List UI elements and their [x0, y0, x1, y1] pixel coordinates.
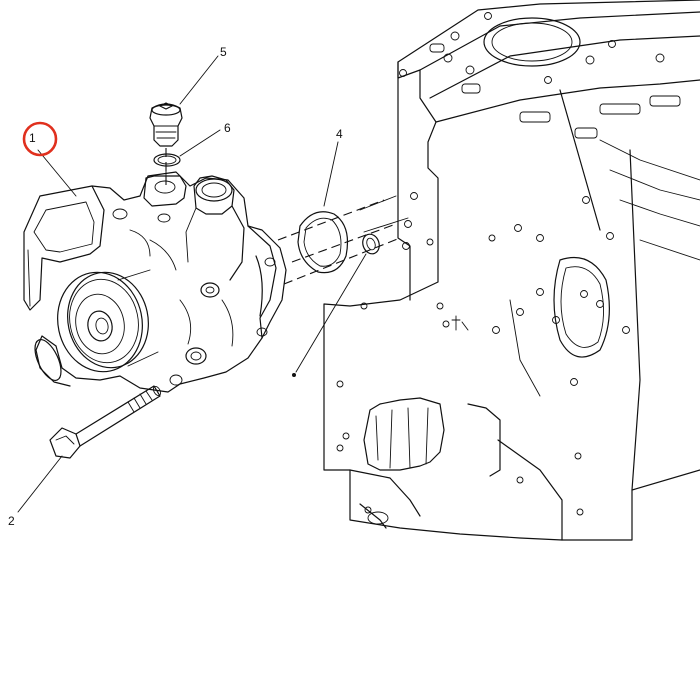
lower-housing — [349, 299, 563, 541]
seal-ring — [362, 233, 380, 255]
callout-2: 2 — [8, 514, 15, 528]
callout-5: 5 — [220, 45, 227, 59]
leader-6 — [179, 129, 221, 157]
callout-1-highlight-ring — [22, 121, 58, 157]
callout-1: 1 — [29, 131, 36, 145]
callout-4: 4 — [336, 127, 343, 141]
pump-pulley — [57, 269, 159, 373]
front-face-holes — [336, 69, 630, 516]
leader-4 — [323, 141, 339, 207]
cam-bore-opening — [553, 256, 610, 358]
engine-block — [323, 0, 700, 541]
leader-seal — [295, 253, 367, 373]
water-pump-assembly — [23, 171, 287, 393]
leader-2 — [17, 455, 63, 513]
deck-bolt-holes — [429, 12, 681, 139]
callout-6: 6 — [224, 121, 231, 135]
leader-seal-dot — [292, 373, 296, 377]
plug-part-5 — [149, 102, 183, 147]
leader-5 — [179, 55, 219, 105]
assembly-centerlines — [165, 148, 409, 285]
bolt-part-2 — [49, 385, 162, 459]
leader-lines — [17, 55, 367, 513]
gasket-part-4 — [297, 211, 349, 274]
leader-1 — [37, 149, 77, 197]
callout-labels: 1 2 4 5 6 — [8, 45, 343, 528]
block-marking — [451, 315, 469, 331]
